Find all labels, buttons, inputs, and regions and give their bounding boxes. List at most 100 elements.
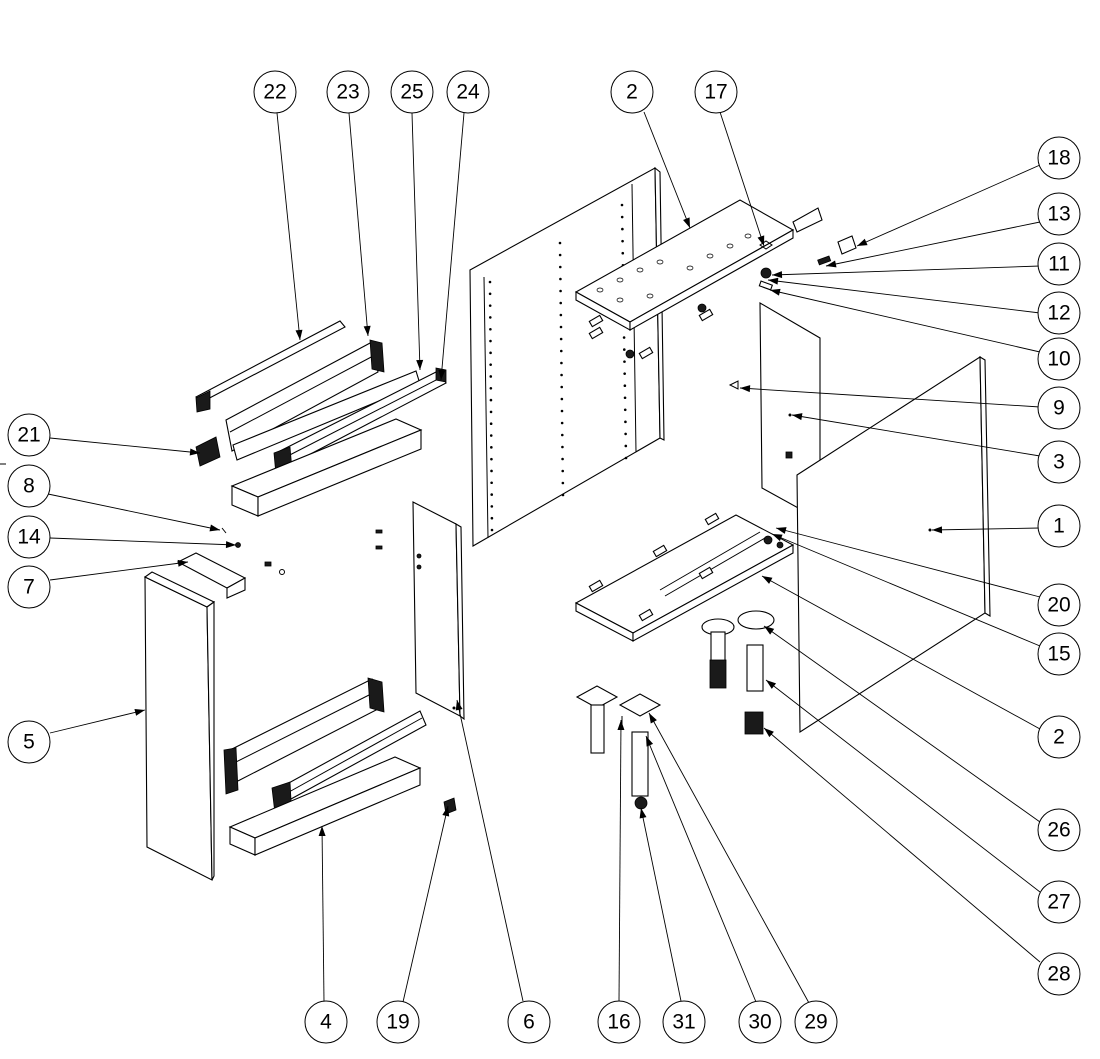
callout-16: 16 xyxy=(597,1000,641,1044)
drill-hole xyxy=(621,251,625,255)
drill-hole xyxy=(622,336,626,339)
drill-hole xyxy=(488,280,492,284)
arrowhead xyxy=(455,700,463,711)
drill-hole xyxy=(489,351,492,355)
callout-19: 19 xyxy=(376,1000,420,1044)
drill-hole xyxy=(559,301,563,305)
svg-text:7: 7 xyxy=(23,576,35,599)
drill-hole xyxy=(489,327,492,331)
drill-hole xyxy=(623,384,627,388)
small-screws xyxy=(221,527,383,575)
callout-14: 14 xyxy=(7,515,51,559)
shelf-hole xyxy=(646,293,654,299)
drill-hole xyxy=(490,516,494,520)
arrowhead xyxy=(770,288,781,296)
callout-22: 22 xyxy=(253,70,297,114)
svg-text:6: 6 xyxy=(523,1011,535,1034)
callout-26: 26 xyxy=(1037,808,1081,852)
drill-hole xyxy=(558,265,562,269)
svg-text:14: 14 xyxy=(17,526,41,549)
svg-text:28: 28 xyxy=(1047,963,1070,986)
drill-hole xyxy=(561,445,564,449)
arrowhead xyxy=(757,235,765,246)
drill-hole xyxy=(560,385,564,389)
svg-text:5: 5 xyxy=(23,731,35,754)
drill-hole xyxy=(489,386,493,390)
svg-text:12: 12 xyxy=(1047,302,1070,325)
svg-text:21: 21 xyxy=(17,424,40,447)
drill-hole xyxy=(490,528,494,532)
callout-18: 18 xyxy=(1037,136,1081,180)
arrowhead xyxy=(683,217,690,228)
drill-hole xyxy=(489,434,493,437)
drill-hole xyxy=(560,433,564,437)
svg-text:2: 2 xyxy=(1053,726,1065,749)
arrowhead xyxy=(225,541,236,549)
drill-hole xyxy=(560,397,564,401)
drill-hole xyxy=(488,304,492,307)
drill-hole xyxy=(559,277,562,281)
drill-hole xyxy=(561,457,564,461)
leader-arrowheads xyxy=(134,217,943,837)
callout-29: 29 xyxy=(794,1000,838,1044)
callout-21: 21 xyxy=(7,413,51,457)
svg-text:15: 15 xyxy=(1047,643,1070,666)
drill-hole xyxy=(559,313,563,317)
svg-text:11: 11 xyxy=(1048,253,1070,276)
callout-9: 9 xyxy=(1037,386,1081,430)
side-panel-left xyxy=(143,571,216,881)
svg-text:26: 26 xyxy=(1047,819,1070,842)
svg-text:10: 10 xyxy=(1047,348,1070,371)
top-shelf-holes xyxy=(596,233,752,303)
drill-hole xyxy=(559,349,563,353)
drill-hole xyxy=(560,361,563,365)
arrowhead xyxy=(416,359,424,370)
drill-hole xyxy=(489,398,493,402)
drill-hole xyxy=(489,375,493,378)
shelf-hole xyxy=(616,297,624,303)
arrowhead xyxy=(442,806,450,817)
svg-text:19: 19 xyxy=(386,1011,409,1034)
svg-text:31: 31 xyxy=(672,1011,695,1034)
callout-11: 11 xyxy=(1037,242,1081,286)
arrowhead xyxy=(639,808,647,819)
callout-24: 24 xyxy=(446,70,490,114)
arrowhead xyxy=(740,385,751,393)
drill-hole xyxy=(624,432,627,436)
drill-hole xyxy=(561,469,565,473)
arrowhead xyxy=(177,559,188,567)
upper-drawer-slides xyxy=(195,320,447,517)
drill-hole xyxy=(623,408,627,412)
arrowhead xyxy=(762,576,773,584)
drill-hole xyxy=(560,373,563,377)
arrowhead xyxy=(768,277,779,285)
callout-13: 13 xyxy=(1037,192,1081,236)
drill-hole xyxy=(490,493,494,496)
svg-text:8: 8 xyxy=(23,475,35,498)
arrowhead xyxy=(792,413,803,421)
callout-30: 30 xyxy=(738,1000,782,1044)
svg-text:29: 29 xyxy=(804,1011,827,1034)
arrowhead xyxy=(646,736,654,747)
callout-6: 6 xyxy=(507,1000,551,1044)
svg-text:1: 1 xyxy=(1053,515,1065,538)
shelf-hole xyxy=(636,267,644,273)
top-dowels xyxy=(588,303,714,360)
drill-hole xyxy=(621,227,624,231)
drill-hole xyxy=(558,241,562,245)
svg-text:3: 3 xyxy=(1053,451,1065,474)
svg-text:27: 27 xyxy=(1047,891,1070,914)
drill-hole xyxy=(489,339,492,343)
drill-hole xyxy=(561,493,565,497)
drill-hole xyxy=(560,409,564,413)
arrowhead xyxy=(209,524,220,532)
callout-25: 25 xyxy=(390,70,434,114)
svg-text:18: 18 xyxy=(1047,147,1070,170)
drill-hole xyxy=(560,421,564,425)
svg-text:4: 4 xyxy=(320,1011,332,1034)
drill-hole xyxy=(623,372,626,375)
svg-text:25: 25 xyxy=(400,81,423,104)
shelf-hole xyxy=(656,259,664,265)
svg-text:20: 20 xyxy=(1047,594,1070,617)
arrowhead xyxy=(766,680,777,689)
